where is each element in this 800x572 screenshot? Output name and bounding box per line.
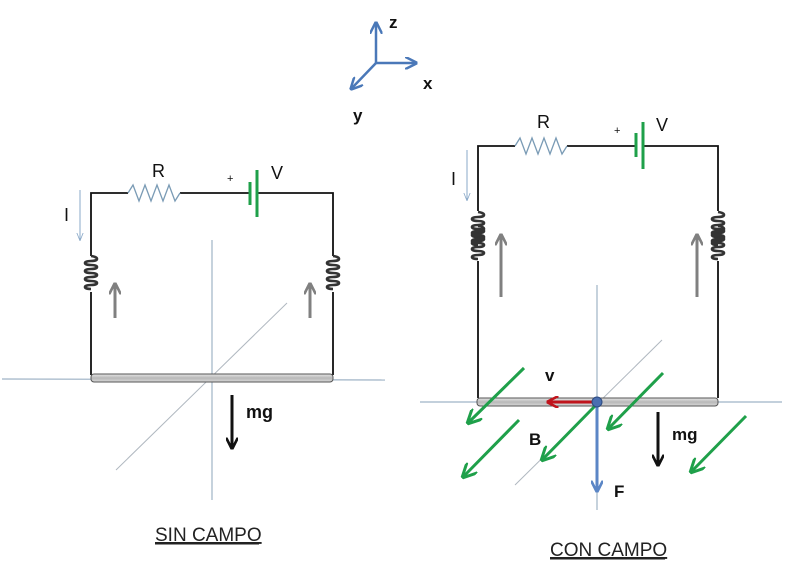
battery-polarity: + xyxy=(227,173,233,185)
field-arrow-icon xyxy=(609,371,665,428)
battery-label: V xyxy=(656,115,668,135)
left-wire xyxy=(90,192,128,375)
force-label: F xyxy=(614,482,624,501)
right-caption: CON CAMPO xyxy=(550,540,667,561)
field-label: B xyxy=(529,430,541,449)
diagonal-guide-line xyxy=(115,302,288,471)
weight-label: mg xyxy=(246,402,273,422)
magnetic-field-arrows xyxy=(464,366,748,476)
resistor-label: R xyxy=(152,161,165,181)
axes-legend: z x y xyxy=(352,13,433,125)
right-circuit: R + V I B v F xyxy=(420,112,782,510)
y-axis-label: y xyxy=(353,106,363,125)
field-arrow-icon xyxy=(692,414,748,471)
right-wire xyxy=(257,192,334,375)
current-label: I xyxy=(64,205,69,225)
conducting-bar xyxy=(90,373,334,383)
resistor-icon xyxy=(127,183,181,203)
y-axis-arrow-icon xyxy=(352,62,377,88)
field-arrow-icon xyxy=(464,418,521,476)
resistor-label: R xyxy=(537,112,550,132)
field-arrow-icon xyxy=(543,404,597,459)
field-arrow-icon xyxy=(469,366,526,422)
left-caption: SIN CAMPO xyxy=(155,525,262,546)
contact-point-dot xyxy=(591,396,603,408)
battery-polarity: + xyxy=(614,125,620,137)
battery-label: V xyxy=(271,163,283,183)
velocity-label: v xyxy=(545,366,555,385)
left-wire xyxy=(477,145,515,398)
z-axis-label: z xyxy=(389,13,398,32)
x-axis-label: x xyxy=(423,74,433,93)
right-wire xyxy=(643,145,719,398)
current-label: I xyxy=(451,169,456,189)
resistor-icon xyxy=(514,136,568,156)
left-circuit: R + V I mg xyxy=(1,161,386,500)
weight-label: mg xyxy=(672,425,698,444)
